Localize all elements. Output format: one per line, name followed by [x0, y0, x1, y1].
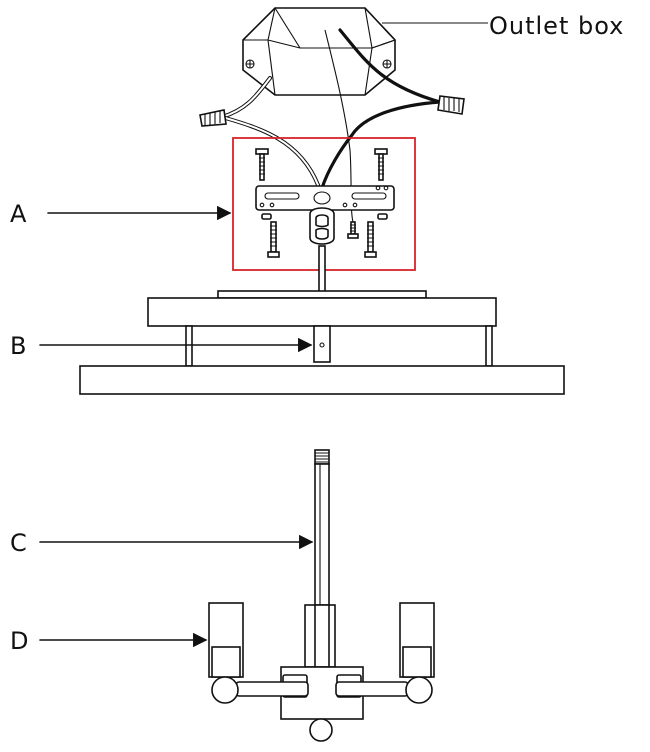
- screw-bottom-left: [267, 221, 280, 258]
- screw-top-right: [374, 148, 388, 181]
- part-d-label: D: [10, 627, 28, 655]
- left-lamp: [208, 602, 244, 704]
- fixture-body: [235, 604, 409, 742]
- outlet-box-label: Outlet box: [489, 12, 624, 40]
- nut-right: [377, 213, 388, 220]
- left-wire-nut: [199, 109, 227, 127]
- ceiling-canopy: [79, 290, 565, 395]
- part-a-label: A: [10, 200, 27, 228]
- part-c-label: C: [10, 529, 27, 557]
- ground-screw: [347, 221, 359, 239]
- right-wire-nut: [437, 95, 465, 115]
- hickey-connector: [309, 207, 335, 245]
- nut-left: [261, 213, 272, 220]
- part-b-label: B: [10, 332, 26, 360]
- screw-top-left: [255, 148, 269, 181]
- screw-bottom-right: [364, 221, 377, 258]
- center-rod: [318, 245, 326, 295]
- mounting-crossbar: [255, 185, 395, 211]
- outlet-box: [242, 7, 396, 96]
- right-lamp: [399, 602, 435, 704]
